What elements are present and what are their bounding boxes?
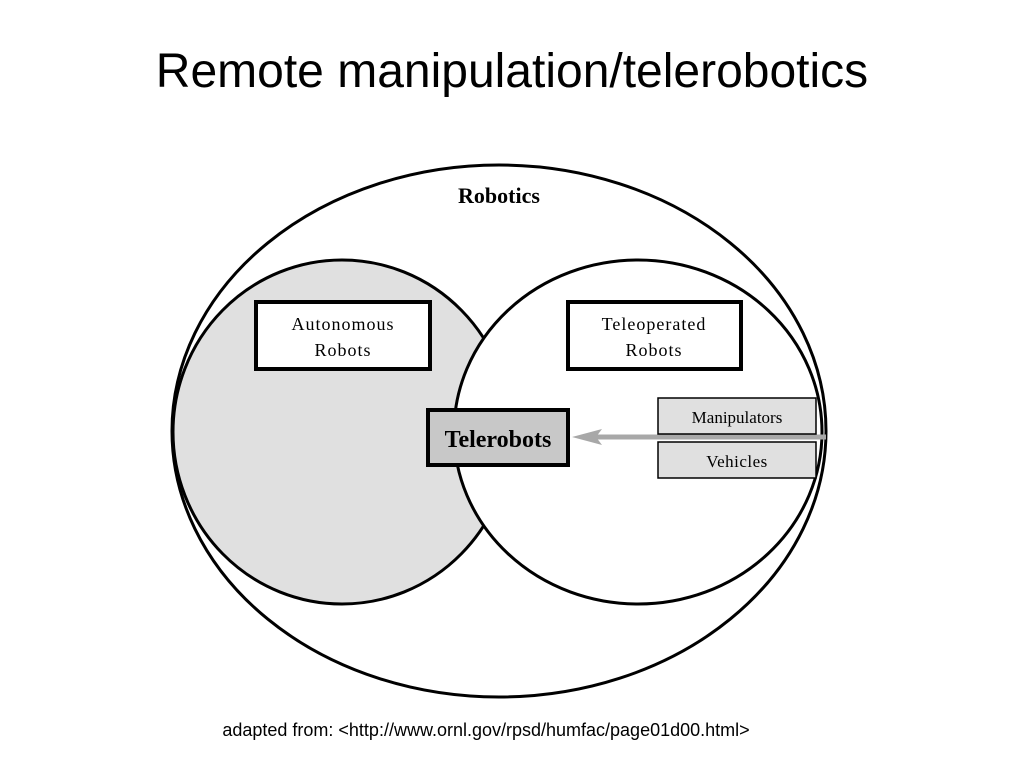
autonomous-robots-box: Autonomous Robots [254, 300, 432, 371]
source-citation: adapted from: <http://www.ornl.gov/rpsd/… [222, 720, 750, 740]
arrow [572, 429, 826, 445]
teleoperated-label-line1: Teleoperated [602, 314, 707, 334]
autonomous-label-line2: Robots [314, 340, 371, 360]
telerobots-label: Telerobots [445, 427, 552, 453]
slide-title: Remote manipulation/telerobotics [155, 45, 869, 98]
manipulators-box: Manipulators [657, 397, 817, 435]
teleoperated-label-line2: Robots [625, 340, 682, 360]
teleoperated-robots-box: Teleoperated Robots [566, 300, 743, 371]
robotics-label: Robotics [458, 183, 540, 208]
vehicles-label: Vehicles [706, 452, 768, 471]
manipulators-label: Manipulators [692, 408, 783, 427]
telerobots-box: Telerobots [426, 408, 570, 467]
autonomous-label-line1: Autonomous [291, 314, 394, 334]
vehicles-box: Vehicles [657, 441, 817, 479]
